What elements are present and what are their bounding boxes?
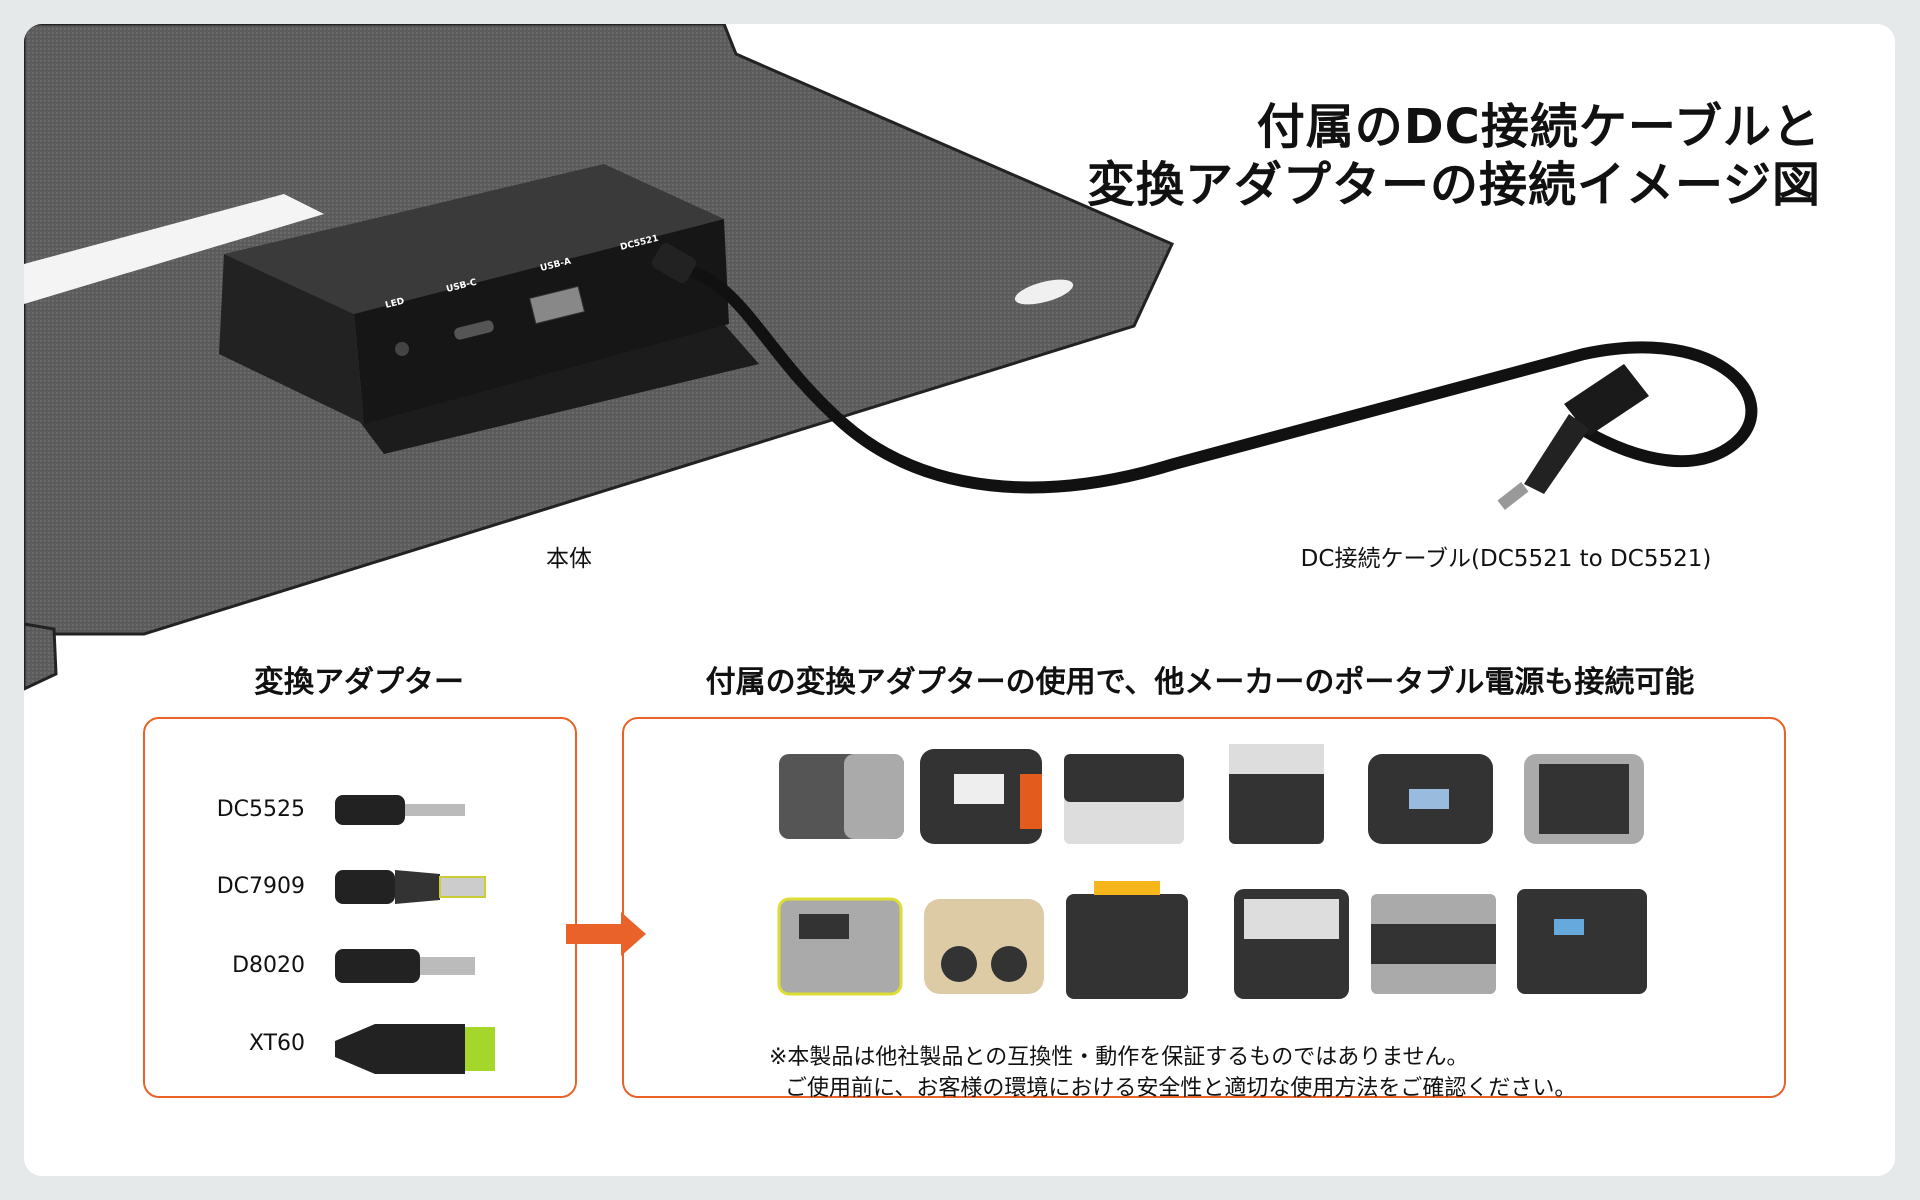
dc-cable [678, 263, 1758, 494]
dc-plug [1564, 364, 1649, 436]
compatibility-notice: ※本製品は他社製品との互換性・動作を保証するものではありません。 ご使用前に、お… [769, 1042, 1576, 1104]
adapter-name: DC5525 [216, 797, 305, 822]
product-image-card: LED USB-C USB-A DC5521 付属のDC接続ケーブルと 変換アダ… [24, 24, 1895, 1176]
adapter-d8020-image [335, 949, 475, 983]
panel-gap [24, 194, 324, 304]
adapter-xt60-image [335, 1024, 495, 1074]
panel-corner [24, 622, 58, 691]
adapters-heading: 変換アダプター [254, 665, 464, 700]
adapter-name: D8020 [232, 953, 305, 978]
adapter-name: DC7909 [216, 874, 305, 899]
port-label-led: LED [384, 297, 405, 311]
notice-line-1: ※本製品は他社製品との互換性・動作を保証するものではありません。 [769, 1045, 1469, 1070]
adapter-item: D8020 [145, 941, 575, 991]
adapter-name: XT60 [248, 1031, 305, 1056]
adapter-dc7909-image [335, 870, 486, 904]
power-station-row-1 [779, 744, 1644, 844]
adapter-item: DC5525 [145, 785, 575, 835]
title-line-1: 付属のDC接続ケーブルと [1256, 99, 1821, 155]
main-unit-label: 本体 [546, 546, 592, 572]
notice-line-2: ご使用前に、お客様の環境における安全性と適切な使用方法をご確認ください。 [785, 1076, 1577, 1101]
main-unit-base [354, 324, 759, 454]
adapter-item: XT60 [145, 1019, 575, 1074]
arrow-right-icon [566, 912, 646, 956]
cable-label: DC接続ケーブル(DC5521 to DC5521) [1300, 546, 1712, 572]
main-unit-top [224, 164, 724, 314]
page-title: 付属のDC接続ケーブルと 変換アダプターの接続イメージ図 [1087, 98, 1821, 214]
compat-heading: 付属の変換アダプターの使用で、他メーカーのポータブル電源も接続可能 [705, 665, 1695, 700]
portable-power-stations-image [777, 744, 1647, 999]
adapter-dc5525-image [335, 795, 465, 825]
adapters-box: DC5525 DC7909 D8020 XT60 [143, 717, 577, 1098]
adapter-item: DC7909 [145, 862, 575, 912]
title-line-2: 変換アダプターの接続イメージ図 [1086, 157, 1821, 213]
compatible-devices-box [622, 717, 1786, 1098]
product-photo: LED USB-C USB-A DC5521 [24, 24, 1758, 691]
power-station-row-2 [777, 881, 1647, 999]
